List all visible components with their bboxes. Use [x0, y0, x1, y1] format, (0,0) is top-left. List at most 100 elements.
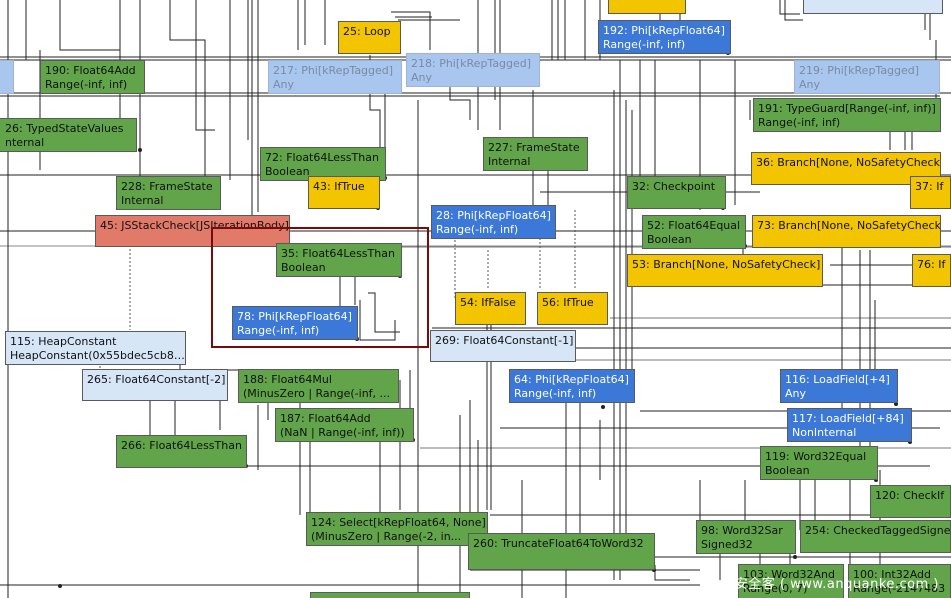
- node-26-typedstatevalues[interactable]: 26: TypedStateValues nternal: [0, 118, 137, 152]
- node-227-framestate[interactable]: 227: FrameState Internal: [483, 137, 588, 171]
- node-type: Boolean: [265, 165, 310, 178]
- node-36-branch[interactable]: 36: Branch[None, NoSafetyCheck]: [751, 152, 941, 185]
- node-type: Range(-inf, inf): [758, 116, 841, 129]
- node-label: 52: Float64Equal: [647, 219, 741, 232]
- node-label: 103: Word32And: [743, 568, 835, 581]
- node-label: 98: Word32Sar: [701, 524, 783, 537]
- node-type: nternal: [5, 136, 45, 149]
- node-label: 120: CheckIf: [875, 489, 945, 502]
- node-left-partial[interactable]: [0, 60, 14, 94]
- node-label: 266: Float64LessThan: [121, 439, 242, 452]
- node-label: 37: If: [915, 180, 944, 193]
- node-type: Range(-inf, inf): [436, 223, 519, 236]
- node-32-checkpoint[interactable]: 32: Checkpoint: [627, 176, 726, 209]
- node-bottom-partial[interactable]: [310, 592, 470, 598]
- node-type: NonInternal: [792, 426, 857, 439]
- node-117-loadfield[interactable]: 117: LoadField[+84] NonInternal: [787, 408, 912, 442]
- node-top-partial[interactable]: [608, 0, 686, 14]
- node-label: 115: HeapConstant: [10, 335, 117, 348]
- node-type: Any: [273, 78, 295, 91]
- node-type: (MinusZero | Range(-inf, ...: [243, 387, 391, 400]
- node-100-int32add[interactable]: 100: Int32Add Range(-2147483: [848, 564, 951, 598]
- node-label: 53: Branch[None, NoSafetyCheck]: [632, 258, 821, 271]
- node-label: 116: LoadField[+4]: [785, 373, 890, 386]
- node-25-loop[interactable]: 25: Loop: [338, 21, 401, 54]
- node-label: 43: IfTrue: [313, 180, 365, 193]
- node-76-if[interactable]: 76: If: [912, 254, 951, 287]
- node-116-loadfield[interactable]: 116: LoadField[+4] Any: [780, 369, 898, 403]
- node-type: Range(-inf, inf): [45, 78, 128, 91]
- node-label: 56: IfTrue: [542, 296, 594, 309]
- node-191-typeguard[interactable]: 191: TypeGuard[Range(-inf, inf)] Range(-…: [753, 98, 941, 132]
- node-265-float64constant[interactable]: 265: Float64Constant[-2]: [82, 369, 228, 401]
- node-187-float64add[interactable]: 187: Float64Add (NaN | Range(-inf, inf)): [275, 408, 414, 442]
- node-label: 218: Phi[kRepTagged]: [411, 57, 532, 70]
- node-label: 227: FrameState: [488, 141, 580, 154]
- node-56-iftrue[interactable]: 56: IfTrue: [537, 292, 608, 325]
- node-217-phi[interactable]: 217: Phi[kRepTagged] Any: [268, 60, 402, 94]
- node-label: 72: Float64LessThan: [265, 151, 379, 164]
- node-label: 64: Phi[kRepFloat64]: [514, 373, 629, 386]
- node-269-float64constant[interactable]: 269: Float64Constant[-1]: [430, 330, 576, 362]
- node-98-word32sar[interactable]: 98: Word32Sar Signed32: [696, 520, 796, 554]
- node-266-float64lessthan[interactable]: 266: Float64LessThan: [116, 435, 247, 468]
- node-type: HeapConstant(0x55bdec5cb8…: [10, 349, 185, 362]
- node-type: Range(-2147483: [853, 582, 946, 595]
- node-type: Boolean: [765, 464, 810, 477]
- node-label: 100: Int32Add: [853, 568, 932, 581]
- node-124-select[interactable]: 124: Select[kRepFloat64, None] (MinusZer…: [306, 512, 488, 546]
- node-label: 73: Branch[None, NoSafetyCheck]: [757, 219, 941, 232]
- node-type: Range(-inf, inf): [603, 38, 686, 51]
- node-label: 228: FrameState: [121, 180, 213, 193]
- node-103-word32and[interactable]: 103: Word32And Range(0, 7): [738, 564, 844, 598]
- node-52-float64equal[interactable]: 52: Float64Equal Boolean: [642, 215, 746, 249]
- node-37-if[interactable]: 37: If: [910, 176, 951, 209]
- node-label: 36: Branch[None, NoSafetyCheck]: [756, 156, 941, 169]
- node-type: (NaN | Range(-inf, inf)): [280, 426, 405, 439]
- node-label: 191: TypeGuard[Range(-inf, inf)]: [758, 102, 936, 115]
- node-43-iftrue[interactable]: 43: IfTrue: [308, 176, 380, 209]
- node-label: 35: Float64LessThan: [281, 247, 395, 260]
- node-label: 260: TruncateFloat64ToWord32: [473, 537, 644, 550]
- node-45-jsstackcheck[interactable]: 45: JSStackCheck[JSIterationBody]: [95, 215, 290, 247]
- node-label: 124: Select[kRepFloat64, None]: [311, 516, 486, 529]
- node-label: 219: Phi[kRepTagged]: [799, 64, 920, 77]
- node-192-phi[interactable]: 192: Phi[kRepFloat64] Range(-inf, inf): [598, 20, 731, 54]
- node-78-phi[interactable]: 78: Phi[kRepFloat64] Range(-inf, inf): [232, 306, 358, 340]
- node-35-float64lessthan[interactable]: 35: Float64LessThan Boolean: [276, 243, 402, 277]
- node-64-phi[interactable]: 64: Phi[kRepFloat64] Range(-inf, inf): [509, 369, 635, 403]
- node-label: 32: Checkpoint: [632, 180, 716, 193]
- node-type: (MinusZero | Range(-2, in...: [311, 530, 462, 543]
- node-label: 117: LoadField[+84]: [792, 412, 904, 425]
- node-119-word32equal[interactable]: 119: Word32Equal Boolean: [760, 446, 878, 480]
- node-260-truncatefloat64toword32[interactable]: 260: TruncateFloat64ToWord32: [468, 533, 655, 570]
- node-254-checkedtaggedsigned[interactable]: 254: CheckedTaggedSigne: [800, 520, 951, 553]
- node-28-phi[interactable]: 28: Phi[kRepFloat64] Range(-inf, inf): [431, 205, 556, 239]
- node-115-heapconstant[interactable]: 115: HeapConstant HeapConstant(0x55bdec5…: [5, 331, 186, 365]
- node-54-iffalse[interactable]: 54: IfFalse: [455, 292, 526, 325]
- node-label: 265: Float64Constant[-2]: [87, 373, 226, 386]
- node-228-framestate[interactable]: 228: FrameState Internal: [116, 176, 221, 210]
- node-120-checkif[interactable]: 120: CheckIf: [870, 485, 951, 518]
- node-top-right-partial[interactable]: [803, 0, 943, 14]
- watermark: 安全客 ( www.anquanke.com ): [734, 577, 939, 592]
- node-53-branch[interactable]: 53: Branch[None, NoSafetyCheck]: [627, 254, 823, 287]
- node-type: Any: [785, 387, 807, 400]
- node-73-branch[interactable]: 73: Branch[None, NoSafetyCheck]: [752, 215, 941, 248]
- node-72-float64lessthan[interactable]: 72: Float64LessThan Boolean: [260, 147, 386, 181]
- node-218-phi[interactable]: 218: Phi[kRepTagged] Any: [406, 53, 540, 87]
- node-label: 217: Phi[kRepTagged]: [273, 64, 394, 77]
- node-label: 28: Phi[kRepFloat64]: [436, 209, 551, 222]
- node-label: 54: IfFalse: [460, 296, 516, 309]
- node-label: 192: Phi[kRepFloat64]: [603, 24, 725, 37]
- node-type: Internal: [488, 155, 531, 168]
- node-188-float64mul[interactable]: 188: Float64Mul (MinusZero | Range(-inf,…: [238, 369, 399, 403]
- node-type: Range(-inf, inf): [514, 387, 597, 400]
- node-type: Any: [799, 78, 821, 91]
- node-type: Boolean: [281, 261, 326, 274]
- node-190-float64add[interactable]: 190: Float64Add Range(-inf, inf): [40, 60, 145, 94]
- node-label: 119: Word32Equal: [765, 450, 867, 463]
- node-219-phi[interactable]: 219: Phi[kRepTagged] Any: [794, 60, 940, 94]
- node-label: 187: Float64Add: [280, 412, 371, 425]
